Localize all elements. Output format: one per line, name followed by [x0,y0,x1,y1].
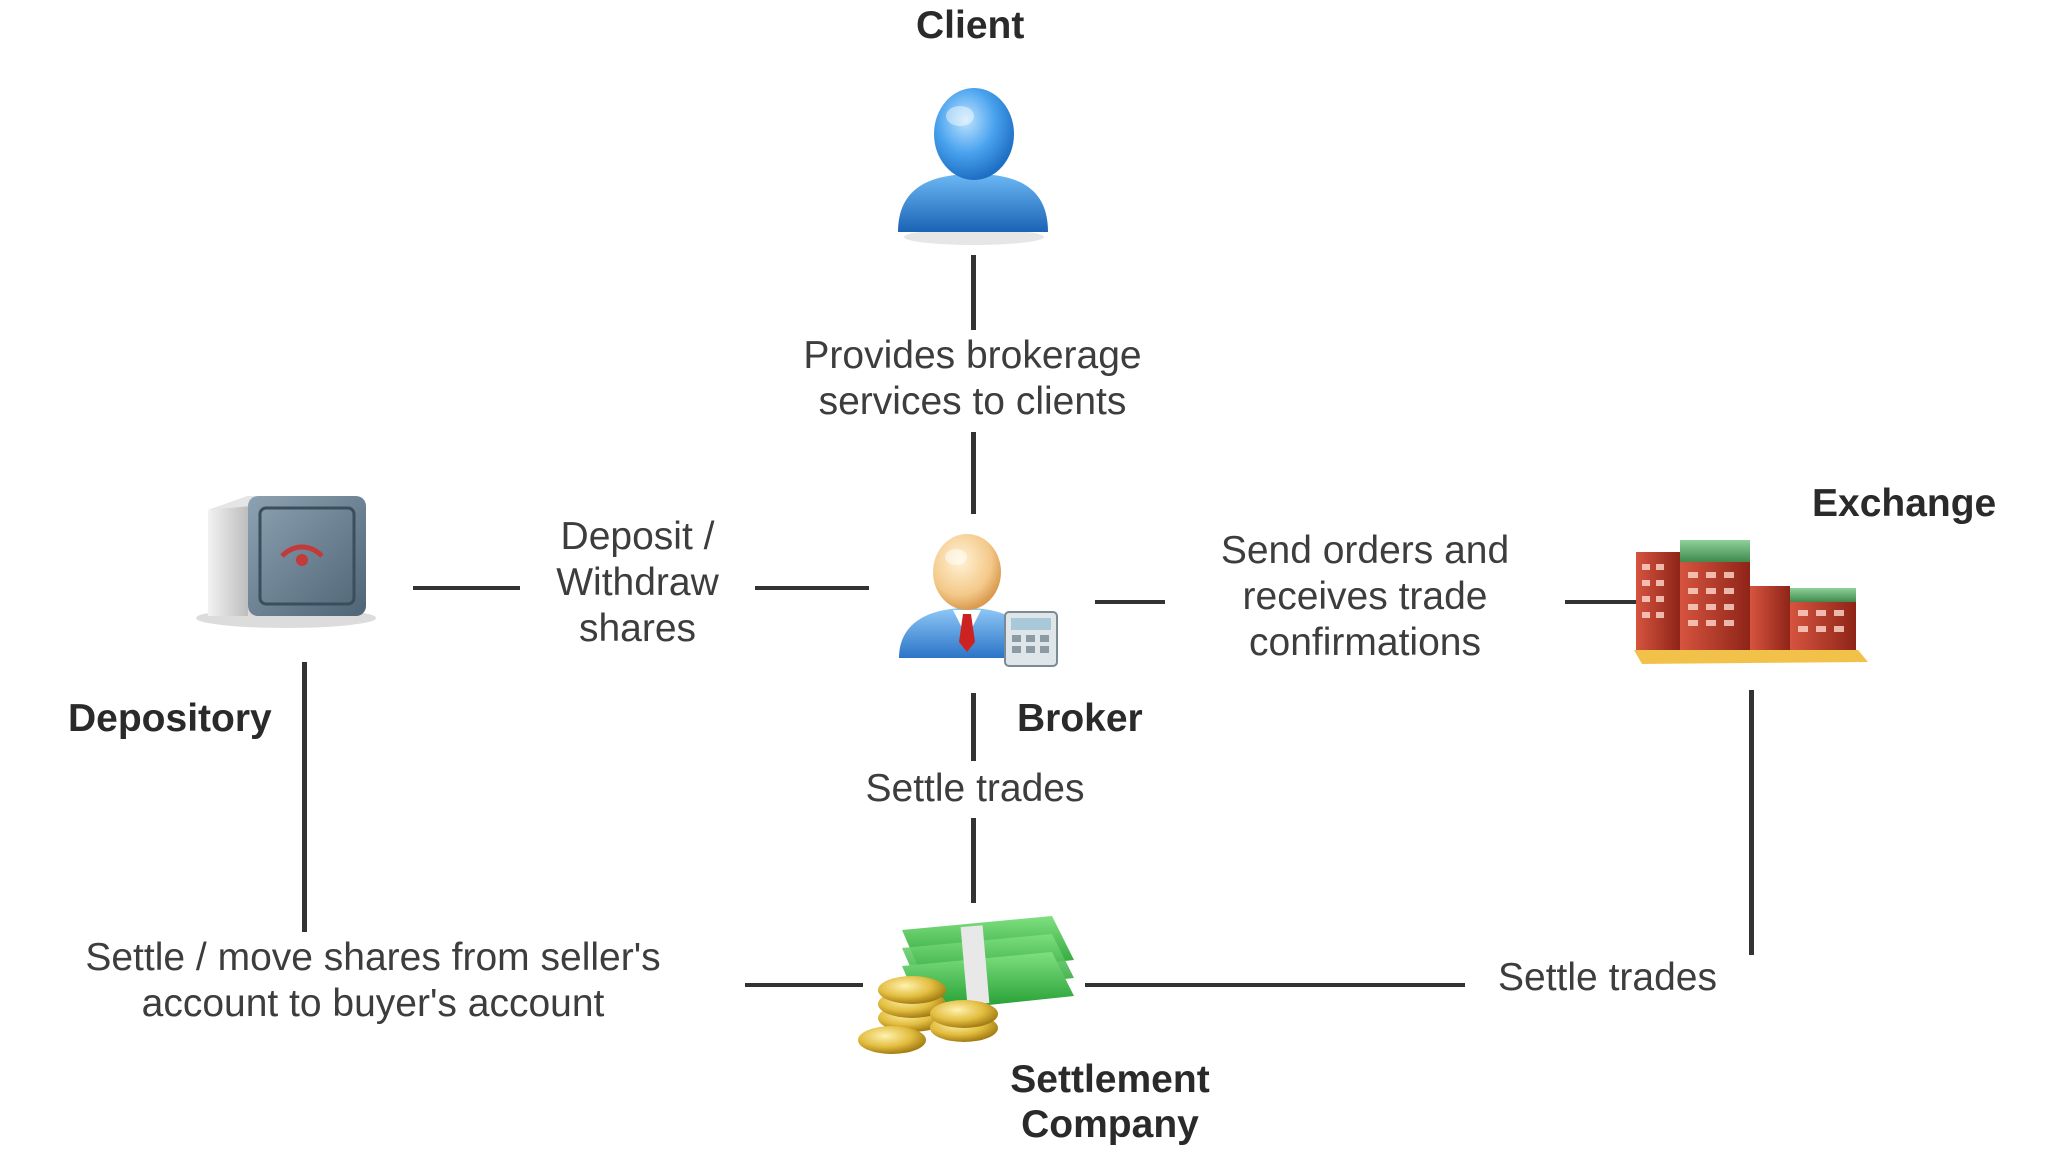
label-broker-settlement-line1: Settle trades [865,767,1085,810]
label-broker-exchange-line2: receives trade [1242,575,1488,619]
label-exchange-settlement: Settle trades [1465,955,1750,1002]
settlement-title-line2: Company [1021,1102,1199,1146]
connector-depository-down [302,662,307,932]
label-depository-settlement-line2: account to buyer's account [141,982,605,1026]
money-stack-icon [858,916,1074,1054]
label-exchange-settlement-line1: Settle trades [1498,956,1717,999]
label-depository-broker-line1: Deposit / [560,515,715,558]
connector-broker-settlement-top [971,693,976,761]
buildings-icon [1634,540,1868,664]
settlement-title: Settlement Company [980,1058,1240,1148]
connector-settlement-right [1085,983,1470,987]
settlement-title-line1: Settlement [1010,1058,1210,1101]
label-depository-settlement-line1: Settle / move shares from seller's [85,936,661,979]
label-depository-broker-line3: shares [578,607,697,651]
label-depository-broker: Deposit / Withdraw shares [520,514,755,653]
connector-client-bottom [971,432,976,514]
client-person-icon [898,88,1048,245]
label-client-broker: Provides brokerage services to clients [755,333,1190,426]
exchange-title: Exchange [1812,482,1997,525]
label-broker-settlement: Settle trades [820,766,1130,813]
label-broker-exchange-line1: Send orders and [1220,529,1510,572]
broker-title: Broker [1017,697,1143,740]
connector-client-top [971,255,976,330]
safe-icon [196,496,376,628]
label-depository-broker-line2: Withdraw [556,561,719,605]
connector-broker-settlement-bottom [971,818,976,903]
connector-exchange-down [1749,690,1754,955]
label-broker-exchange-line3: confirmations [1249,621,1481,665]
connector-settlement-left [745,983,863,987]
label-broker-exchange: Send orders and receives trade confirmat… [1165,528,1565,667]
label-client-broker-line2: services to clients [818,380,1127,424]
broker-person-icon [899,534,1058,667]
client-title: Client [916,4,1025,47]
label-client-broker-line1: Provides brokerage [803,334,1142,377]
label-depository-settlement: Settle / move shares from seller's accou… [4,935,742,1028]
depository-title: Depository [68,697,272,740]
